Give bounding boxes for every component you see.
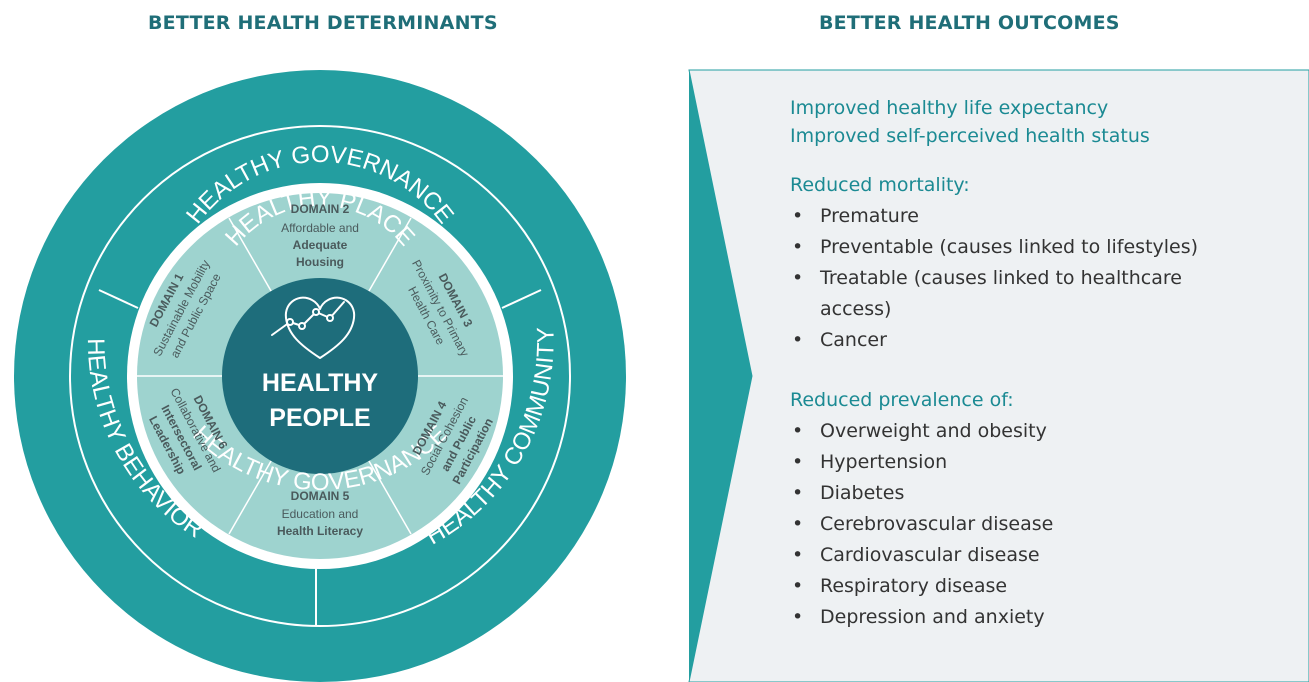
svg-text:DOMAIN 2: DOMAIN 2 [291, 202, 350, 216]
svg-text:Affordable and: Affordable and [281, 221, 359, 235]
list-item: Cardiovascular disease [790, 540, 1300, 571]
mortality-list: Premature Preventable (causes linked to … [790, 201, 1300, 356]
list-item: Respiratory disease [790, 571, 1300, 602]
outcome-life-expectancy: Improved healthy life expectancy [790, 97, 1109, 119]
list-item: Preventable (causes linked to lifestyles… [790, 232, 1300, 263]
list-item: Cerebrovascular disease [790, 509, 1300, 540]
list-item: Cancer [790, 325, 1300, 356]
svg-text:Health Literacy: Health Literacy [277, 524, 363, 538]
mortality-title: Reduced mortality: [790, 174, 970, 196]
outcomes-heading: BETTER HEALTH OUTCOMES [819, 12, 1120, 34]
list-item: Hypertension [790, 447, 1300, 478]
svg-text:Housing: Housing [296, 255, 344, 269]
svg-text:Adequate: Adequate [293, 238, 348, 252]
list-item: Premature [790, 201, 1300, 232]
svg-text:Education and: Education and [282, 507, 359, 521]
prevalence-list: Overweight and obesity Hypertension Diab… [790, 416, 1300, 633]
svg-text:DOMAIN 5: DOMAIN 5 [291, 489, 350, 503]
domain-2: DOMAIN 2 Affordable and Adequate Housing [281, 202, 359, 269]
list-item: Overweight and obesity [790, 416, 1300, 447]
list-item-continuation: access) [820, 298, 892, 320]
domain-5: DOMAIN 5 Education and Health Literacy [277, 489, 363, 538]
list-item: Depression and anxiety [790, 602, 1300, 633]
center-circle [222, 278, 418, 474]
list-item: Treatable (causes linked to healthcare [790, 263, 1300, 294]
center-label-line1: HEALTHY [262, 369, 379, 397]
arrow-chevron [689, 70, 752, 682]
prevalence-title: Reduced prevalence of: [790, 389, 1014, 411]
center-label-line2: PEOPLE [269, 404, 370, 432]
determinants-heading: BETTER HEALTH DETERMINANTS [148, 12, 498, 34]
outcome-self-perceived: Improved self-perceived health status [790, 125, 1150, 147]
list-item: Diabetes [790, 478, 1300, 509]
heart-chart-icon [271, 296, 356, 359]
outcomes-list: Improved healthy life expectancy Improve… [790, 94, 1300, 633]
